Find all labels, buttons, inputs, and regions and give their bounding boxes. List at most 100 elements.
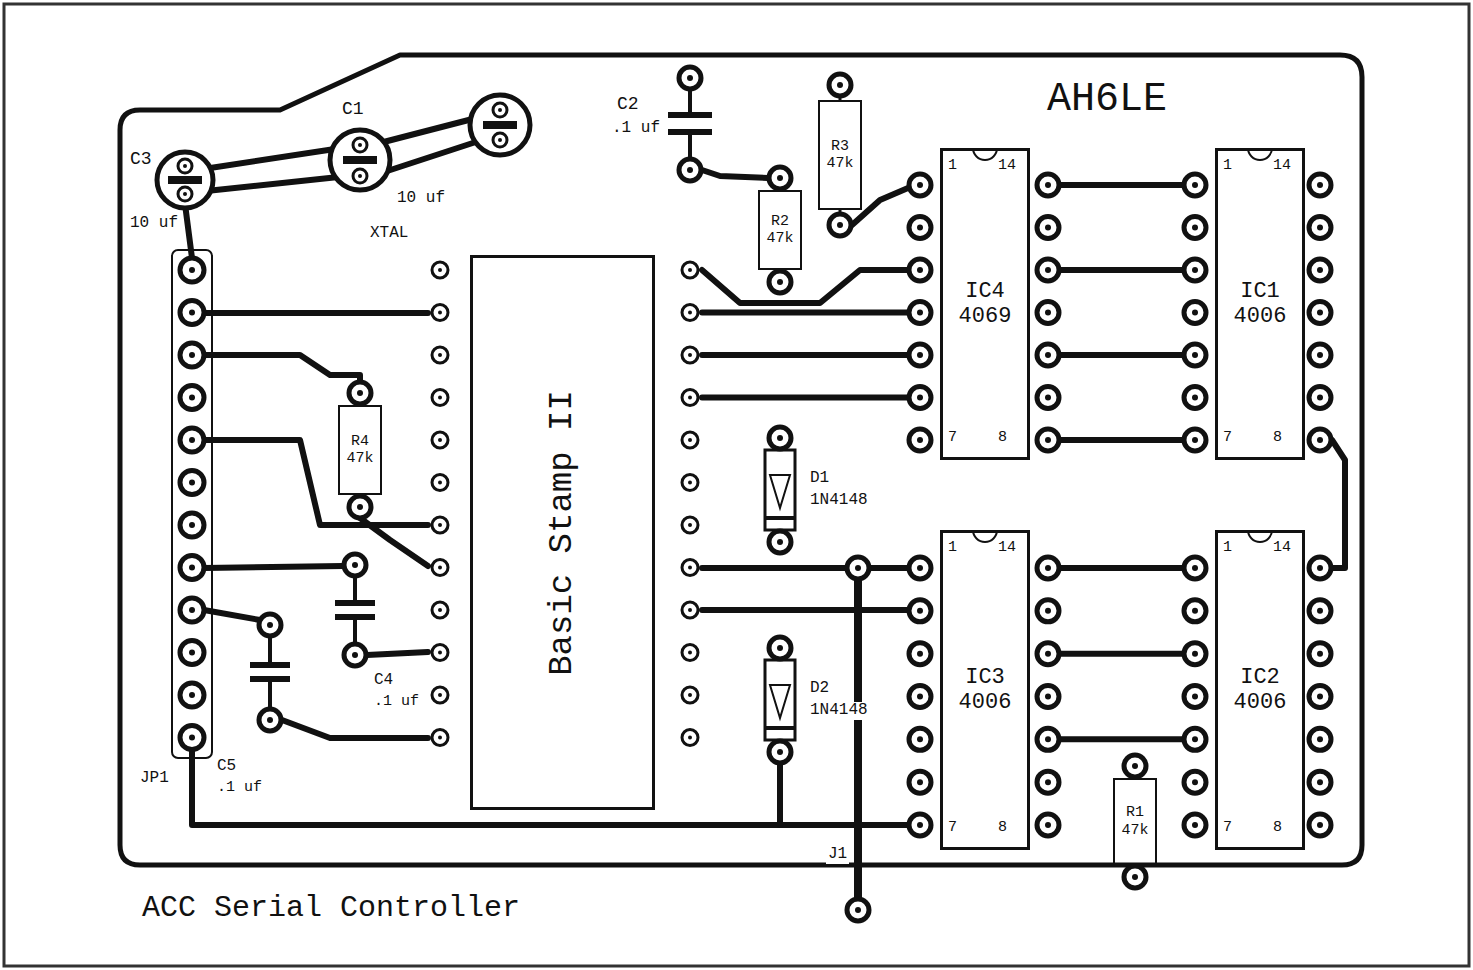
resistor-label: 47k [1120,822,1149,839]
solder-pad [180,343,204,367]
pad-ring [180,386,204,410]
pad-hole [688,268,692,272]
pad-hole [1317,779,1323,785]
pad-hole [358,174,362,178]
pad-ring [847,557,869,579]
pad-hole [855,907,861,913]
capacitor-plate [335,600,375,606]
pad-ring [432,645,448,661]
pad-ring [180,683,204,707]
pad-hole [1317,651,1323,657]
board-title: ACC Serial Controller [140,892,522,925]
pad-ring [1037,302,1059,324]
solder-pad [259,709,281,731]
pad-ring [1037,814,1059,836]
pin-number: 14 [996,158,1018,175]
electrolytic-capacitor [470,95,530,155]
solder-pad [1037,302,1059,324]
pad-ring [344,554,366,576]
component-symbols [157,78,1272,866]
pad-ring [682,390,698,406]
pad-ring [432,305,448,321]
solder-pad [493,133,507,147]
pad-hole [688,353,692,357]
solder-pad [1184,557,1206,579]
pad-hole [777,539,783,545]
part-value: 10 uf [128,215,180,233]
pin-number: 14 [996,540,1018,557]
pin-number: 14 [1271,158,1293,175]
solder-pad [1037,728,1059,750]
pad-ring [769,427,791,449]
copper-trace [1060,182,1183,188]
pad-hole [438,566,442,570]
solder-pad [1184,685,1206,707]
pin-number: 7 [1221,820,1234,837]
pad-hole [183,164,187,168]
pad-hole [438,523,442,527]
pin-number: 1 [946,540,959,557]
pad-hole [917,437,923,443]
pad-hole [1192,310,1198,316]
pad-hole [917,395,923,401]
pad-hole [498,108,502,112]
solder-pad [909,728,931,750]
pad-hole [1132,874,1138,880]
pin-number: 1 [946,158,959,175]
copper-trace [185,204,192,258]
header-outline [172,250,212,758]
pad-hole [1317,310,1323,316]
ic-label: IC3 [964,665,1006,690]
solder-pad [432,347,448,363]
pad-ring [1309,771,1331,793]
solder-pad [909,600,931,622]
pad-hole [688,396,692,400]
solder-pad [1309,557,1331,579]
pad-hole [1317,608,1323,614]
pad-hole [1045,267,1051,273]
solder-pad [432,517,448,533]
pad-ring [1037,557,1059,579]
ic-label: IC4 [964,279,1006,304]
solder-pad [909,557,931,579]
pad-ring [432,730,448,746]
pad-ring [180,641,204,665]
solder-pad [909,429,931,451]
pad-ring [682,262,698,278]
pad-hole [687,167,693,173]
solder-pad [679,67,701,89]
solder-pad [432,645,448,661]
solder-pad [682,602,698,618]
part-name: D2 [808,680,831,698]
solder-pad [1184,217,1206,239]
solder-pad [829,214,851,236]
solder-pad [909,387,931,409]
part-name: C3 [128,150,154,170]
solder-pad [1309,728,1331,750]
copper-trace [204,355,360,382]
pad-ring [682,645,698,661]
pad-ring [679,67,701,89]
pad-hole [688,481,692,485]
solder-pad [909,771,931,793]
solder-pad [180,386,204,410]
pad-hole [688,736,692,740]
copper-trace [702,170,768,178]
solder-pad [349,496,371,518]
pad-hole [777,279,783,285]
pad-ring [349,382,371,404]
solder-pad [1037,174,1059,196]
solder-pad [1309,600,1331,622]
resistor-label: 47k [825,155,854,172]
pad-hole [917,182,923,188]
solder-pad [1309,685,1331,707]
pad-hole [267,717,273,723]
pad-ring [769,167,791,189]
pad-ring [909,600,931,622]
pad-hole [352,652,358,658]
solder-pad [682,305,698,321]
solder-pad [682,475,698,491]
pad-ring [1037,259,1059,281]
pad-ring [1184,387,1206,409]
pad-hole [438,651,442,655]
